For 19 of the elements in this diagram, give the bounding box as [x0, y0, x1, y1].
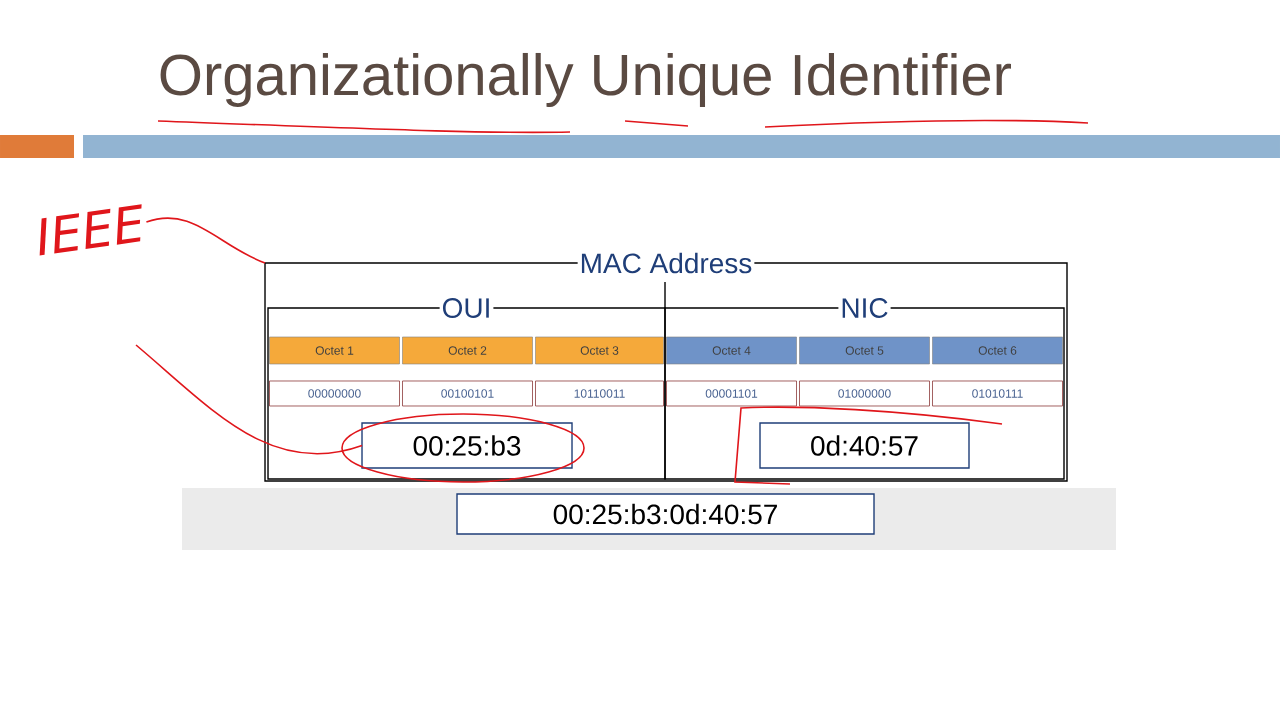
handwritten-text: IEEE	[39, 204, 142, 256]
binary-cell: 01000000	[799, 380, 930, 407]
octet-header-cell: Octet 5	[799, 336, 930, 365]
binary-cell: 00000000	[269, 380, 400, 407]
octet-header-cell: Octet 4	[666, 336, 797, 365]
binary-cell: 00001101	[666, 380, 797, 407]
octet-header-cell: Octet 6	[932, 336, 1063, 365]
hex-value-box: 00:25:b3	[361, 422, 573, 469]
hand-drawn-line	[145, 217, 266, 264]
octet-header-cell: Octet 3	[535, 336, 664, 365]
binary-cell: 10110011	[535, 380, 664, 407]
octet-header-cell: Octet 1	[269, 336, 400, 365]
hex-value-box: 00:25:b3:0d:40:57	[456, 493, 875, 535]
binary-cell: 00100101	[402, 380, 533, 407]
slide-title: Organizationally Unique Identifier	[160, 52, 1011, 107]
hex-value-box: 0d:40:57	[759, 422, 970, 469]
hand-drawn-line	[135, 344, 363, 455]
binary-cell: 01010111	[932, 380, 1063, 407]
octet-header-cell: Octet 2	[402, 336, 533, 365]
